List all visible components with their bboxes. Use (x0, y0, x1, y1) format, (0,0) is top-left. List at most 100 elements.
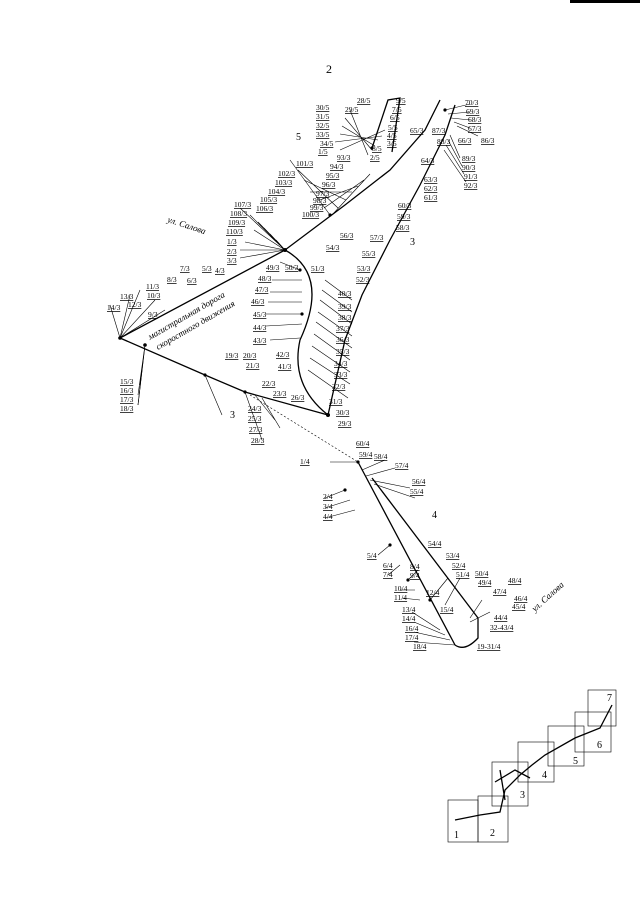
point-label: 8/3 (167, 275, 177, 284)
point-label: 2/3 (227, 247, 237, 256)
highway-line (119, 249, 286, 339)
inset-panel-label: 1 (454, 830, 459, 841)
point-label: 89/3 (462, 154, 476, 163)
point-label: 62/3 (424, 184, 438, 193)
inset-panel-label: 5 (573, 756, 578, 767)
point-label: 65/3 (410, 126, 424, 135)
point-label: 5/4 (367, 551, 377, 560)
point-label: 10/3 (147, 291, 161, 300)
point-label: 90/3 (462, 163, 476, 172)
point-label: 50/4 (475, 569, 489, 578)
section4-right (371, 477, 479, 619)
point-label: 2/4 (323, 492, 333, 501)
point-label: 70/3 (465, 98, 479, 107)
point-label: 36/3 (336, 335, 350, 344)
point-label: 37/3 (336, 324, 350, 333)
leader-lines (109, 103, 491, 646)
point-label: 52/3 (356, 275, 370, 284)
point-label: 38/3 (338, 313, 352, 322)
point-label: 98/3 (313, 196, 327, 205)
point-label: 9/3 (148, 310, 158, 319)
point-label: 47/3 (255, 285, 269, 294)
point-label: 109/3 (228, 218, 245, 227)
section-number: 5 (296, 132, 301, 143)
point-label: 29/3 (338, 419, 352, 428)
point-label: 47/4 (493, 587, 507, 596)
point-label: 28/3 (251, 436, 265, 445)
point-label: 8/4 (410, 562, 420, 571)
point-label: 16/4 (405, 624, 419, 633)
point-label: 59/3 (397, 212, 411, 221)
point-label: 7/4 (383, 570, 393, 579)
point-label: 22/3 (262, 379, 276, 388)
point-label: 35/3 (336, 347, 350, 356)
labels-section-4: 1/4 2/4 3/4 4/4 5/4 6/4 7/4 8/4 9/4 10/4… (300, 439, 528, 651)
point-label: 1/4 (300, 457, 310, 466)
point-label: 29/5 (345, 105, 359, 114)
point-label: 39/3 (338, 302, 352, 311)
point-label: 86/3 (481, 136, 495, 145)
point-label: 41/3 (278, 362, 292, 371)
triangle-bottom (119, 337, 329, 416)
point-label: 28/5 (357, 96, 371, 105)
point-label: 34/5 (320, 139, 334, 148)
point-label: 2/5 (370, 153, 380, 162)
point-label: 15/4 (440, 605, 454, 614)
inset-key-map: 1 2 3 4 5 6 7 (447, 689, 617, 843)
point-label: 27/3 (249, 425, 263, 434)
point-label: 3/4 (323, 502, 333, 511)
point-label: 58/3 (396, 223, 410, 232)
point-label: 99/3 (310, 203, 324, 212)
point-label: 6/3 (187, 276, 197, 285)
point-label: 69/3 (466, 107, 480, 116)
point-label: 26/3 (291, 393, 305, 402)
point-label: 54/4 (428, 539, 442, 548)
point-label: 107/3 (234, 200, 251, 209)
point-label: 16/3 (120, 386, 134, 395)
point-label: 32-43/4 (490, 623, 514, 632)
nodes (118, 108, 447, 602)
point-label: 10/4 (394, 584, 408, 593)
point-label: 54/3 (326, 243, 340, 252)
point-label: 57/4 (395, 461, 409, 470)
point-label: 64/3 (421, 156, 435, 165)
section-number: 4 (432, 510, 437, 521)
point-label: 66/3 (458, 136, 472, 145)
point-label: 11/3 (146, 282, 159, 291)
point-label: 20/3 (243, 351, 257, 360)
point-label: 9/4 (410, 571, 420, 580)
point-label: 19-31/4 (477, 642, 501, 651)
point-label: 3/5 (387, 139, 397, 148)
point-label: 4/5 (387, 131, 397, 140)
point-label: 31/5 (316, 112, 330, 121)
point-label: 63/3 (424, 175, 438, 184)
point-label: 102/3 (278, 169, 295, 178)
point-label: 95/3 (326, 171, 340, 180)
point-label: 6/4 (383, 561, 393, 570)
point-label: 67/3 (468, 124, 482, 133)
point-label: 88/3 (437, 137, 451, 146)
point-label: 30/3 (336, 408, 350, 417)
point-label: 49/3 (266, 263, 280, 272)
point-label: 45/3 (253, 310, 267, 319)
point-label: 30/5 (316, 103, 330, 112)
point-label: 108/3 (230, 209, 247, 218)
point-label: 53/4 (446, 551, 460, 560)
point-label: 59/4 (359, 450, 373, 459)
point-label: 106/3 (256, 204, 273, 213)
point-label: 8/5 (372, 144, 382, 153)
point-label: 31/3 (329, 397, 343, 406)
point-label: 33/3 (334, 370, 348, 379)
point-label: 23/3 (273, 389, 287, 398)
point-label: 60/4 (356, 439, 370, 448)
point-label: 34/3 (334, 359, 348, 368)
point-label: 14/3 (107, 303, 121, 312)
point-label: 50/3 (285, 263, 299, 272)
point-label: 103/3 (275, 178, 292, 187)
point-label: 13/4 (402, 605, 416, 614)
point-label: 58/4 (374, 452, 388, 461)
point-label: 9/5 (396, 96, 406, 105)
point-label: 43/3 (253, 336, 267, 345)
salova-road (284, 99, 441, 251)
point-label: 55/3 (362, 249, 376, 258)
